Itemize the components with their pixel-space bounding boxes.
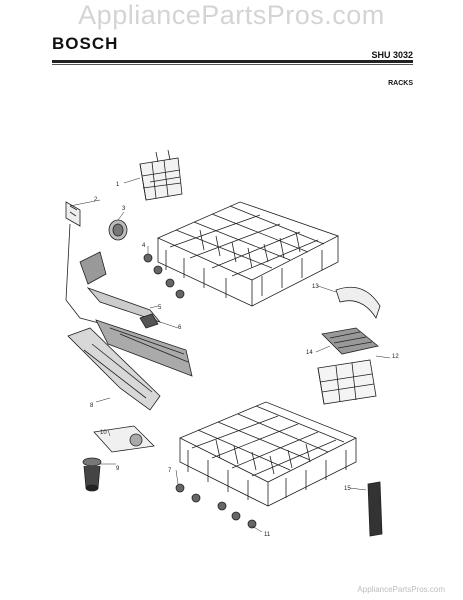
rack-handle [335, 286, 381, 319]
callout-4: 4 [142, 243, 146, 249]
callout-3: 3 [122, 206, 126, 212]
callout-13: 13 [312, 284, 319, 290]
callout-2: 2 [94, 197, 98, 203]
fine-filter [82, 457, 102, 492]
callout-15: 15 [344, 486, 351, 492]
callout-9: 9 [116, 466, 120, 472]
callout-6: 6 [178, 325, 182, 331]
footer-watermark: AppliancePartsPros.com [357, 585, 445, 594]
filter-disc [108, 219, 128, 241]
callout-11: 11 [264, 532, 271, 538]
basket-lid [321, 327, 379, 355]
callout-10: 10 [100, 430, 107, 436]
spray-arm-assembly [65, 223, 193, 377]
rack-rollers-upper [143, 253, 185, 299]
silverware-basket-top [139, 149, 183, 201]
lower-arm-support [67, 327, 161, 411]
callout-12: 12 [392, 354, 399, 360]
silverware-basket-lower [317, 359, 377, 405]
rack-rollers-lower [175, 483, 257, 529]
callout-7: 7 [168, 468, 172, 474]
header-rule [52, 60, 413, 63]
section-title: RACKS [388, 80, 413, 87]
header-rule-thin [52, 64, 413, 65]
model-number: SHU 3032 [371, 50, 413, 60]
watermark: AppliancePartsPros.com [78, 0, 385, 30]
callout-5: 5 [158, 305, 162, 311]
callout-14: 14 [306, 350, 313, 356]
brand-logo: BOSCH [52, 34, 119, 53]
lower-rack [179, 401, 357, 507]
upper-rack [157, 201, 340, 307]
callout-1: 1 [116, 182, 120, 188]
spray-arm-support [65, 201, 81, 227]
rack-post [367, 481, 383, 537]
callout-8: 8 [90, 403, 94, 409]
